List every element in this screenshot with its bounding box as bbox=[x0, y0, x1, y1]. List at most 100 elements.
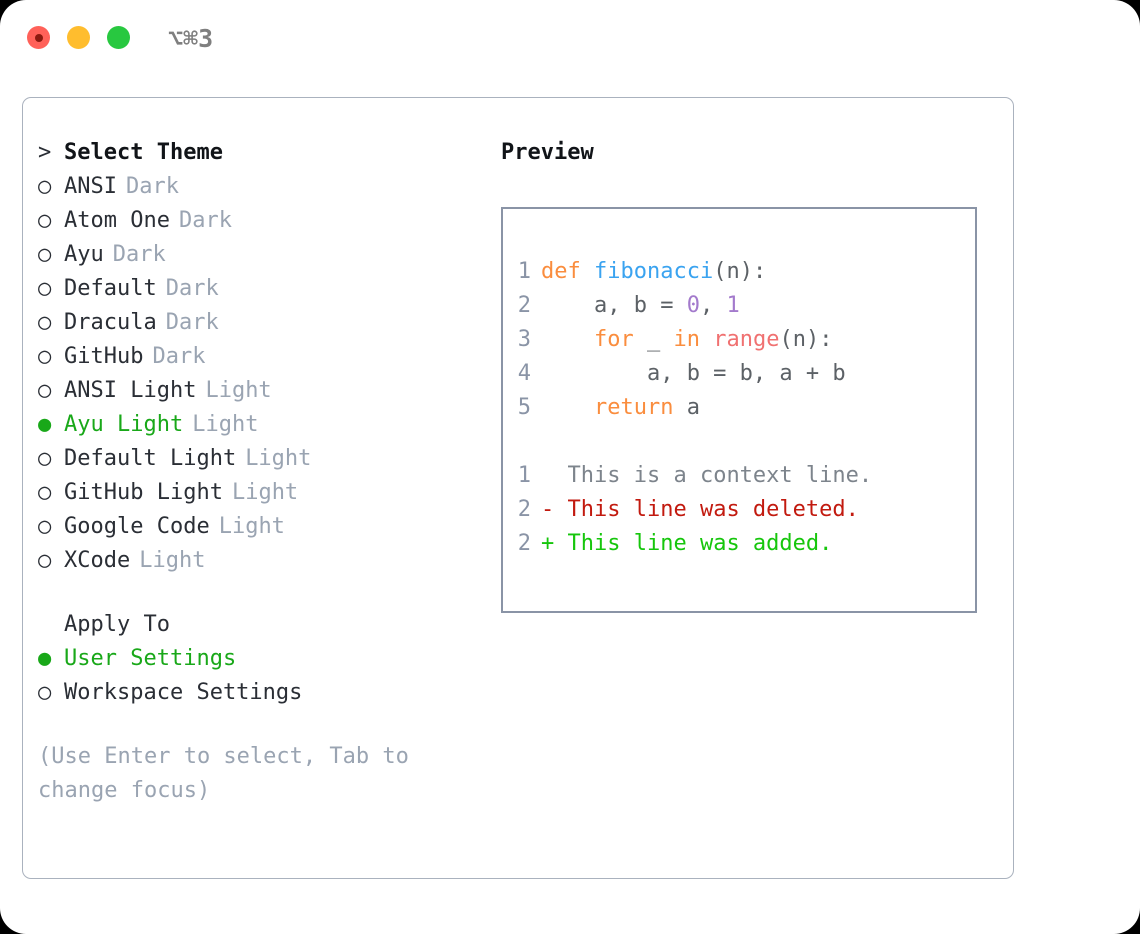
code-line-text: return a bbox=[541, 391, 700, 425]
code-token bbox=[541, 395, 594, 420]
code-line-number: 3 bbox=[517, 327, 531, 352]
diff-line-text: This line was deleted. bbox=[567, 497, 859, 522]
radio-unselected-icon: ○ bbox=[38, 548, 52, 573]
code-line: 5 return a bbox=[503, 391, 975, 425]
code-line-number: 4 bbox=[517, 361, 531, 386]
code-line-text: a, b = 0, 1 bbox=[541, 289, 740, 323]
code-token: range bbox=[713, 327, 780, 352]
apply-to-heading: ○ Apply To bbox=[38, 608, 488, 642]
theme-name-label: Default Light bbox=[64, 446, 237, 471]
apply-to-item[interactable]: ● User Settings bbox=[38, 642, 488, 676]
theme-variant-label: Light bbox=[218, 514, 285, 539]
radio-unselected-icon: ○ bbox=[38, 276, 52, 301]
theme-variant-label: Dark bbox=[112, 242, 166, 267]
theme-name-label: GitHub bbox=[64, 344, 144, 369]
diff-line-number: 2 bbox=[517, 531, 531, 556]
theme-name-label: Default bbox=[64, 276, 157, 301]
code-token: fibonacci bbox=[593, 259, 714, 284]
radio-unselected-icon: ○ bbox=[38, 208, 52, 233]
select-theme-heading: > Select Theme bbox=[38, 136, 488, 170]
apply-to-list: ● User Settings ○Workspace Settings bbox=[38, 642, 488, 710]
preview-divider-gap bbox=[503, 425, 975, 459]
theme-variant-label: Dark bbox=[125, 174, 179, 199]
theme-variant-label: Dark bbox=[165, 276, 219, 301]
theme-variant-label: Dark bbox=[152, 344, 206, 369]
code-line-text: for _ in range(n): bbox=[541, 323, 832, 357]
close-button-icon[interactable] bbox=[27, 26, 50, 49]
theme-variant-label: Light bbox=[231, 480, 299, 505]
diff-line-number: 1 bbox=[517, 463, 531, 488]
theme-name-label: Ayu Light bbox=[64, 412, 184, 437]
theme-list-item[interactable]: ○ GitHub Dark bbox=[38, 340, 488, 374]
radio-unselected-icon: ○ bbox=[38, 174, 52, 199]
theme-variant-label: Light bbox=[205, 378, 272, 403]
code-token: a, b = bbox=[541, 293, 687, 318]
diff-sign bbox=[541, 459, 568, 493]
code-token: _ bbox=[633, 327, 674, 352]
theme-name-label: GitHub Light bbox=[64, 480, 223, 505]
code-token: 0 bbox=[686, 293, 700, 318]
diff-line: 2+ This line was added. bbox=[503, 527, 975, 561]
code-token bbox=[541, 327, 594, 352]
code-token: return bbox=[593, 395, 674, 420]
select-theme-heading-label: Select Theme bbox=[64, 140, 223, 165]
radio-unselected-icon: ○ bbox=[38, 310, 52, 335]
preview-heading-label: Preview bbox=[501, 140, 594, 165]
diff-sign: + bbox=[541, 531, 568, 556]
apply-to-item[interactable]: ○Workspace Settings bbox=[38, 676, 488, 710]
theme-variant-label: Light bbox=[245, 446, 312, 471]
radio-unselected-icon: ○ bbox=[38, 344, 52, 369]
apply-to-heading-marker-icon: ○ bbox=[38, 608, 64, 642]
minimize-button-icon[interactable] bbox=[67, 26, 90, 49]
theme-variant-label: Light bbox=[192, 412, 259, 437]
theme-list-item[interactable]: ● Ayu Light Light bbox=[38, 408, 488, 442]
apply-to-label: User Settings bbox=[64, 646, 237, 671]
theme-name-label: Atom One bbox=[64, 208, 170, 233]
radio-selected-icon: ● bbox=[38, 646, 52, 671]
prompt-caret-icon: > bbox=[38, 140, 52, 165]
radio-unselected-icon: ○ bbox=[38, 242, 52, 267]
code-token: in bbox=[673, 327, 700, 352]
code-line: 3 for _ in range(n): bbox=[503, 323, 975, 357]
code-token: for bbox=[593, 327, 634, 352]
code-token: 1 bbox=[726, 293, 740, 318]
theme-name-label: ANSI Light bbox=[64, 378, 197, 403]
theme-list-item[interactable]: ○ Default Dark bbox=[38, 272, 488, 306]
code-token: a bbox=[673, 395, 700, 420]
code-line: 4 a, b = b, a + b bbox=[503, 357, 975, 391]
radio-unselected-icon: ○ bbox=[38, 480, 52, 505]
theme-variant-label: Light bbox=[139, 548, 206, 573]
code-line-number: 5 bbox=[517, 395, 531, 420]
code-token: a, b = b, a + b bbox=[541, 361, 846, 386]
code-line: 2 a, b = 0, 1 bbox=[503, 289, 975, 323]
code-line-number: 2 bbox=[517, 293, 531, 318]
diff-line-text: This is a context line. bbox=[567, 463, 873, 488]
theme-name-label: Ayu bbox=[64, 242, 104, 267]
code-token: def bbox=[541, 259, 594, 284]
diff-line: 2- This line was deleted. bbox=[503, 493, 975, 527]
theme-list-item[interactable]: ○ GitHub Light Light bbox=[38, 476, 488, 510]
maximize-button-icon[interactable] bbox=[107, 26, 130, 49]
code-token: (n): bbox=[779, 327, 833, 352]
radio-selected-icon: ● bbox=[38, 412, 52, 437]
diff-line: 1 This is a context line. bbox=[503, 459, 975, 493]
code-token: (n): bbox=[713, 259, 767, 284]
radio-unselected-icon: ○ bbox=[38, 514, 52, 539]
theme-name-label: Dracula bbox=[64, 310, 157, 335]
theme-list-item[interactable]: ○ Ayu Dark bbox=[38, 238, 488, 272]
code-token: , bbox=[699, 293, 727, 318]
